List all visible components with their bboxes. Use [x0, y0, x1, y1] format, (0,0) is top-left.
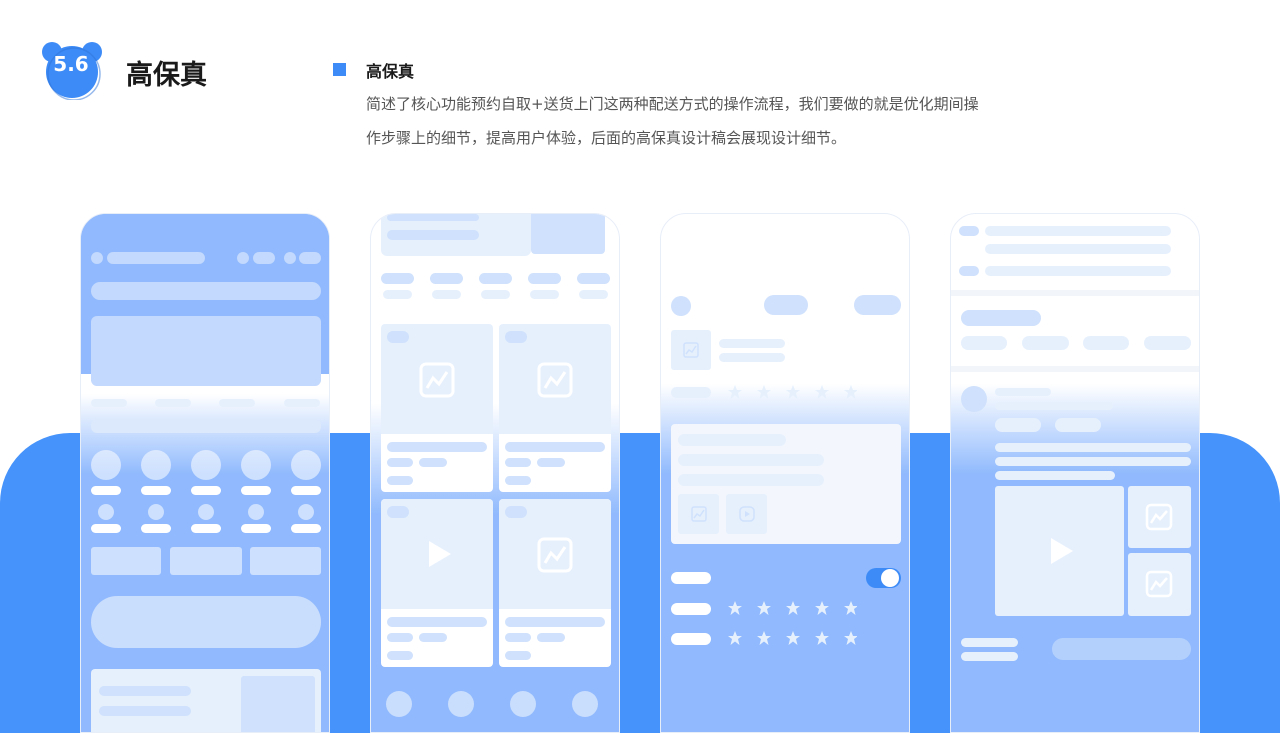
description-line-1: 简述了核心功能预约自取+送货上门这两种配送方式的操作流程，我们要做的就是优化期间… [366, 95, 979, 113]
toggle-knob [881, 569, 899, 587]
avatar [91, 252, 103, 264]
review-form-mockup [660, 213, 910, 733]
image-placeholder-icon [1145, 503, 1173, 531]
star-rating-icon[interactable] [727, 384, 857, 400]
action-button[interactable] [1052, 638, 1191, 660]
play-icon[interactable] [1047, 536, 1075, 566]
subtitle: 高保真 [366, 62, 415, 81]
star-rating-icon[interactable] [727, 600, 857, 616]
banner[interactable] [91, 316, 321, 386]
bear-badge-icon [42, 42, 102, 100]
section-number: 5.6 [53, 52, 89, 76]
nav-icon[interactable] [448, 691, 474, 717]
play-icon[interactable] [423, 539, 453, 569]
star-rating-icon[interactable] [727, 630, 857, 646]
video-placeholder-icon[interactable] [739, 506, 755, 522]
section-title: 高保真 [126, 60, 207, 91]
nav-icon[interactable] [510, 691, 536, 717]
nav-icon[interactable] [572, 691, 598, 717]
product-grid-mockup [370, 213, 620, 733]
product-card[interactable] [499, 324, 611, 492]
nav-icon[interactable] [386, 691, 412, 717]
promo-pill[interactable] [91, 596, 321, 648]
review-text-area[interactable] [671, 424, 901, 544]
image-placeholder-icon [537, 362, 573, 398]
description-line-2: 作步骤上的细节，提高用户体验，后面的高保真设计稿会展现设计细节。 [366, 129, 847, 147]
image-placeholder-icon [419, 362, 455, 398]
bullet-square-icon [333, 63, 346, 76]
product-card[interactable] [381, 324, 493, 492]
post-detail-mockup [950, 213, 1200, 733]
avatar [961, 386, 987, 412]
product-card[interactable] [499, 499, 611, 667]
image-placeholder-icon [683, 342, 699, 358]
avatar [671, 296, 691, 316]
home-screen-mockup [80, 213, 330, 733]
image-placeholder-icon [537, 537, 573, 573]
video-card[interactable] [381, 499, 493, 667]
search-bar[interactable] [91, 282, 321, 300]
image-placeholder-icon[interactable] [691, 506, 707, 522]
image-placeholder-icon [1145, 570, 1173, 598]
